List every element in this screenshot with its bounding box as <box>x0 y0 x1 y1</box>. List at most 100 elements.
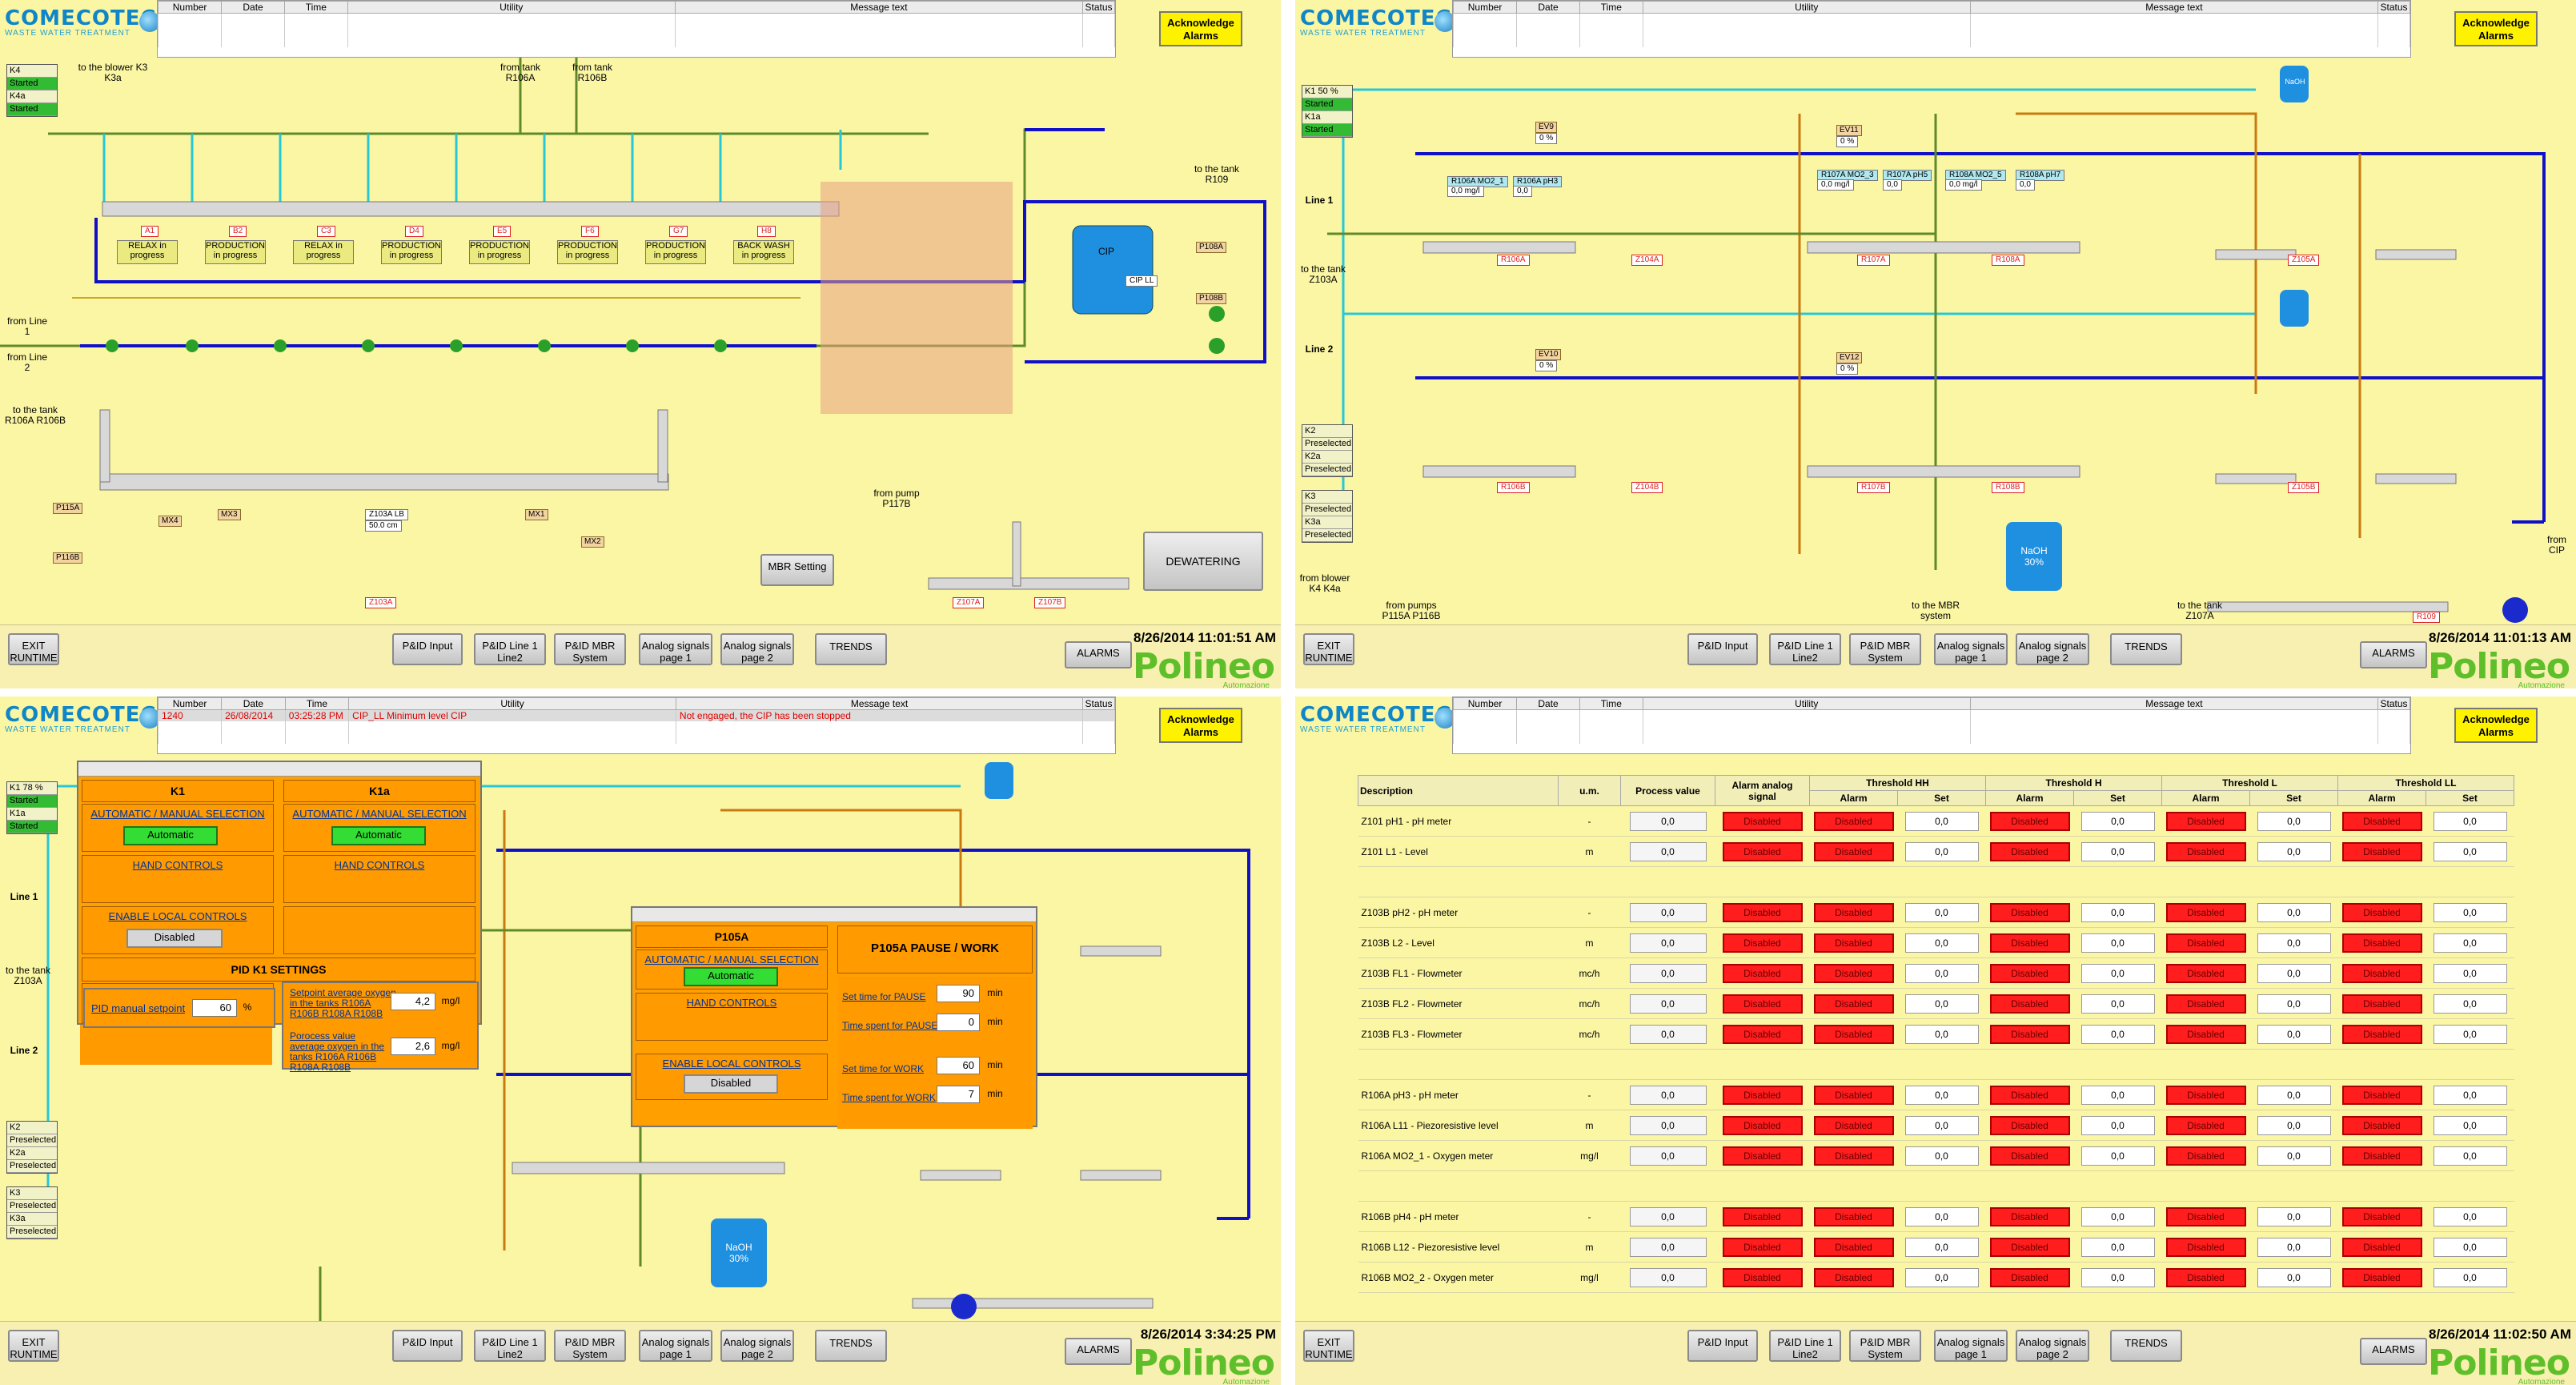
threshold-set-input[interactable]: 0,0 <box>2433 1267 2507 1287</box>
threshold-alarm-button[interactable]: Disabled <box>1813 811 1894 831</box>
pid-manual-setpoint-input[interactable]: 60 <box>192 999 237 1017</box>
threshold-set-input[interactable]: 0,0 <box>2433 811 2507 831</box>
threshold-set-input[interactable]: 0,0 <box>2257 1237 2331 1257</box>
threshold-set-input[interactable]: 0,0 <box>1904 902 1979 922</box>
threshold-set-input[interactable]: 0,0 <box>2257 1146 2331 1166</box>
pid-line12-button[interactable]: P&ID Line 1 Line2 <box>1769 1330 1841 1362</box>
threshold-set-input[interactable]: 0,0 <box>2433 1206 2507 1226</box>
analog-page2-button[interactable]: Analog signals page 2 <box>720 633 794 665</box>
threshold-alarm-button[interactable]: Disabled <box>1989 1115 2070 1135</box>
analog-page2-button[interactable]: Analog signals page 2 <box>2016 1330 2089 1362</box>
threshold-set-input[interactable]: 0,0 <box>2257 1115 2331 1135</box>
analog-page1-button[interactable]: Analog signals page 1 <box>639 1330 712 1362</box>
mixer-mx1[interactable]: MX1 <box>525 509 548 520</box>
k1a-automatic-button[interactable]: Automatic <box>331 826 426 845</box>
set-work-input[interactable]: 60 <box>937 1057 980 1074</box>
pid-mbr-button[interactable]: P&ID MBR System <box>554 633 626 665</box>
mixer-mx4[interactable]: MX4 <box>158 516 182 527</box>
pid-input-button[interactable]: P&ID Input <box>1687 1330 1758 1362</box>
threshold-set-input[interactable]: 0,0 <box>1904 1146 1979 1166</box>
threshold-alarm-button[interactable]: Disabled <box>1989 963 2070 983</box>
threshold-alarm-button[interactable]: Disabled <box>1813 1146 1894 1166</box>
threshold-set-input[interactable]: 0,0 <box>2433 1024 2507 1044</box>
trends-button[interactable]: TRENDS <box>2110 633 2182 665</box>
threshold-alarm-button[interactable]: Disabled <box>2341 902 2422 922</box>
alarm-disabled-button[interactable]: Disabled <box>1722 1267 1803 1287</box>
mixer-mx3[interactable]: MX3 <box>218 509 241 520</box>
threshold-alarm-button[interactable]: Disabled <box>2165 1206 2246 1226</box>
threshold-set-input[interactable]: 0,0 <box>2257 841 2331 861</box>
popup-titlebar[interactable] <box>632 908 1036 922</box>
threshold-set-input[interactable]: 0,0 <box>2080 1267 2155 1287</box>
threshold-alarm-button[interactable]: Disabled <box>2165 1146 2246 1166</box>
threshold-alarm-button[interactable]: Disabled <box>1813 994 1894 1014</box>
threshold-set-input[interactable]: 0,0 <box>2257 994 2331 1014</box>
valve-ev10[interactable]: EV10 <box>1535 349 1562 360</box>
threshold-alarm-button[interactable]: Disabled <box>2341 994 2422 1014</box>
pid-line12-button[interactable]: P&ID Line 1 Line2 <box>474 633 546 665</box>
threshold-alarm-button[interactable]: Disabled <box>1989 811 2070 831</box>
alarm-disabled-button[interactable]: Disabled <box>1722 841 1803 861</box>
trends-button[interactable]: TRENDS <box>815 633 887 665</box>
pump-p108a[interactable]: P108A <box>1196 242 1227 253</box>
threshold-set-input[interactable]: 0,0 <box>2080 933 2155 953</box>
trends-button[interactable]: TRENDS <box>2110 1330 2182 1362</box>
pid-mbr-button[interactable]: P&ID MBR System <box>1849 1330 1921 1362</box>
p105a-automatic-button[interactable]: Automatic <box>684 967 778 986</box>
alarms-button[interactable]: ALARMS <box>1065 641 1132 668</box>
threshold-set-input[interactable]: 0,0 <box>1904 994 1979 1014</box>
threshold-set-input[interactable]: 0,0 <box>2257 1085 2331 1105</box>
analog-page1-button[interactable]: Analog signals page 1 <box>639 633 712 665</box>
p105a-control-popup[interactable]: P105A P105A PAUSE / WORK AUTOMATIC / MAN… <box>631 906 1037 1129</box>
mbr-setting-button[interactable]: MBR Setting <box>760 554 834 586</box>
threshold-set-input[interactable]: 0,0 <box>2080 811 2155 831</box>
pid-input-button[interactable]: P&ID Input <box>392 633 463 665</box>
alarm-disabled-button[interactable]: Disabled <box>1722 1206 1803 1226</box>
threshold-alarm-button[interactable]: Disabled <box>2341 933 2422 953</box>
threshold-alarm-button[interactable]: Disabled <box>2165 994 2246 1014</box>
threshold-set-input[interactable]: 0,0 <box>2433 933 2507 953</box>
threshold-alarm-button[interactable]: Disabled <box>1989 1237 2070 1257</box>
threshold-set-input[interactable]: 0,0 <box>2433 902 2507 922</box>
k1a-hand-controls[interactable]: HAND CONTROLS <box>283 855 475 903</box>
acknowledge-alarms-button[interactable]: Acknowledge Alarms <box>1159 11 1242 46</box>
threshold-alarm-button[interactable]: Disabled <box>2341 1237 2422 1257</box>
threshold-alarm-button[interactable]: Disabled <box>1989 933 2070 953</box>
threshold-alarm-button[interactable]: Disabled <box>2341 1024 2422 1044</box>
threshold-set-input[interactable]: 0,0 <box>2433 963 2507 983</box>
threshold-set-input[interactable]: 0,0 <box>1904 1237 1979 1257</box>
threshold-set-input[interactable]: 0,0 <box>2433 1085 2507 1105</box>
threshold-set-input[interactable]: 0,0 <box>2257 902 2331 922</box>
analog-page1-button[interactable]: Analog signals page 1 <box>1934 1330 2008 1362</box>
threshold-set-input[interactable]: 0,0 <box>1904 1024 1979 1044</box>
threshold-alarm-button[interactable]: Disabled <box>1813 1206 1894 1226</box>
threshold-alarm-button[interactable]: Disabled <box>1813 1267 1894 1287</box>
threshold-set-input[interactable]: 0,0 <box>2080 1237 2155 1257</box>
exit-runtime-button[interactable]: EXIT RUNTIME <box>8 633 59 665</box>
threshold-set-input[interactable]: 0,0 <box>2257 963 2331 983</box>
pid-mbr-button[interactable]: P&ID MBR System <box>1849 633 1921 665</box>
alarm-disabled-button[interactable]: Disabled <box>1722 811 1803 831</box>
acknowledge-alarms-button[interactable]: Acknowledge Alarms <box>2454 708 2538 743</box>
threshold-alarm-button[interactable]: Disabled <box>2341 1267 2422 1287</box>
p105a-hand-controls[interactable]: HAND CONTROLS <box>636 993 828 1041</box>
threshold-set-input[interactable]: 0,0 <box>2257 1267 2331 1287</box>
valve-ev12[interactable]: EV12 <box>1836 352 1863 363</box>
trends-button[interactable]: TRENDS <box>815 1330 887 1362</box>
threshold-alarm-button[interactable]: Disabled <box>1813 933 1894 953</box>
dewatering-button[interactable]: DEWATERING <box>1143 532 1263 591</box>
pid-mbr-button[interactable]: P&ID MBR System <box>554 1330 626 1362</box>
threshold-set-input[interactable]: 0,0 <box>2080 1024 2155 1044</box>
threshold-alarm-button[interactable]: Disabled <box>2165 933 2246 953</box>
exit-runtime-button[interactable]: EXIT RUNTIME <box>8 1330 59 1362</box>
exit-runtime-button[interactable]: EXIT RUNTIME <box>1303 1330 1354 1362</box>
threshold-alarm-button[interactable]: Disabled <box>2165 1267 2246 1287</box>
alarm-disabled-button[interactable]: Disabled <box>1722 994 1803 1014</box>
threshold-alarm-button[interactable]: Disabled <box>2165 811 2246 831</box>
threshold-alarm-button[interactable]: Disabled <box>1989 1267 2070 1287</box>
threshold-alarm-button[interactable]: Disabled <box>1813 841 1894 861</box>
popup-titlebar[interactable] <box>78 762 480 777</box>
threshold-alarm-button[interactable]: Disabled <box>1813 902 1894 922</box>
